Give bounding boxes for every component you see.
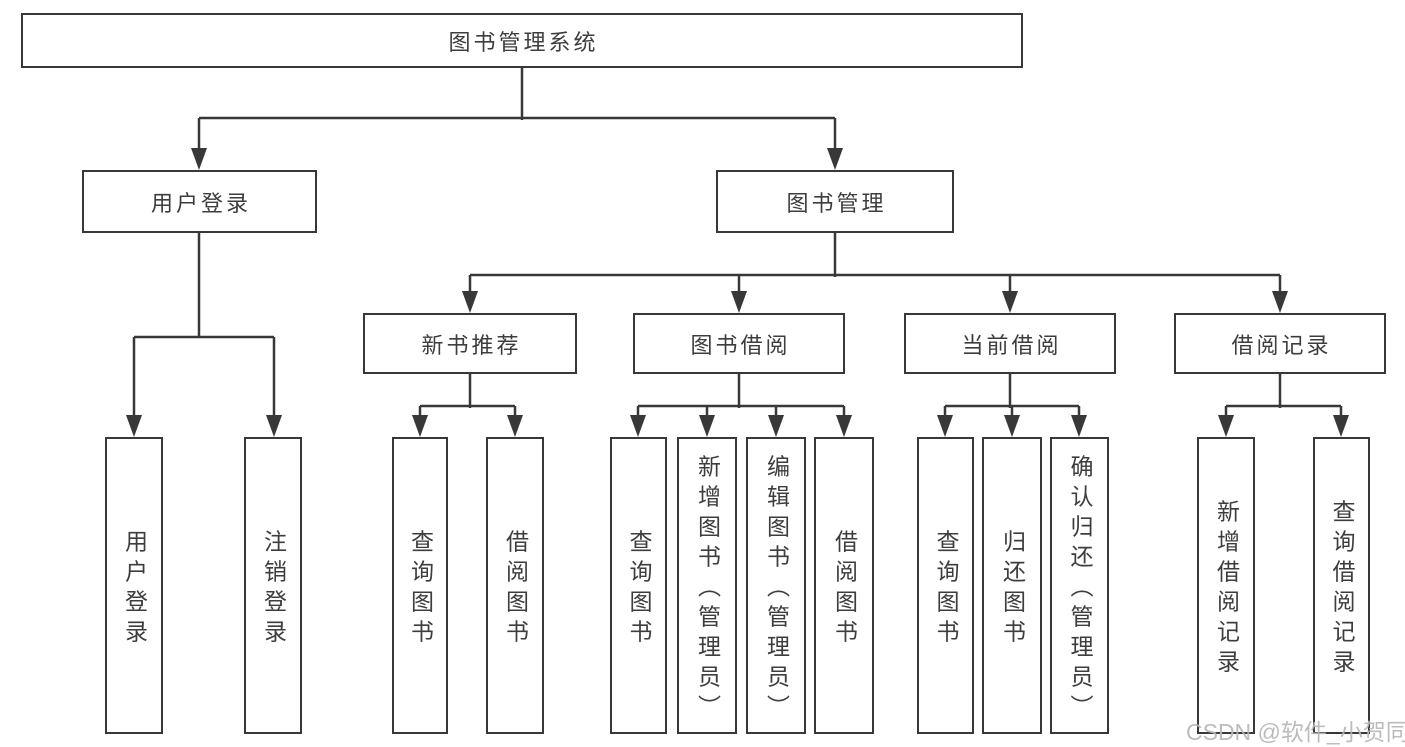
leaf-current-return-books: 归还图书 (982, 437, 1042, 734)
branch-new-book-recommend (412, 374, 523, 437)
watermark: CSDN @软件_小贺同学 (1186, 719, 1405, 745)
node-label: 查询图书 (933, 529, 959, 649)
node-label: 借阅记录 (1231, 332, 1332, 358)
node-label: 图书借阅 (690, 332, 791, 358)
node-borrow-records: 借阅记录 (1174, 313, 1386, 374)
node-label: 借阅图书 (502, 529, 529, 649)
node-book-borrow: 图书借阅 (633, 313, 845, 374)
leaf-records-add-record: 新增借阅记录 (1197, 437, 1255, 734)
leaf-borrow-query-books: 查询图书 (610, 437, 667, 734)
node-label: 注销登录 (260, 529, 287, 649)
arrow-down-icon (1002, 291, 1018, 313)
arrow-down-icon (126, 415, 142, 437)
branch-user-login (126, 233, 282, 437)
branch-book-management (462, 233, 1288, 313)
node-current-borrow: 当前借阅 (904, 313, 1116, 374)
node-label: 新增借阅记录 (1213, 499, 1240, 679)
leaf-recommend-query-books: 查询图书 (392, 437, 448, 734)
node-label: 用户登录 (121, 529, 148, 649)
arrow-down-icon (266, 415, 282, 437)
arrow-down-icon (412, 415, 428, 437)
arrow-down-icon (1218, 415, 1234, 437)
arrow-down-icon (1272, 291, 1288, 313)
arrow-down-icon (630, 415, 646, 437)
branch-book-borrow (630, 374, 852, 437)
leaf-records-query-record: 查询借阅记录 (1313, 437, 1370, 734)
leaf-current-confirm-return-admin: 确认归还（管理员） (1050, 437, 1109, 734)
node-root: 图书管理系统 (21, 13, 1023, 68)
leaf-user-login: 用户登录 (105, 437, 163, 734)
arrow-down-icon (191, 148, 207, 170)
arrow-down-icon (731, 291, 747, 313)
leaf-current-query-books: 查询图书 (917, 437, 974, 734)
arrow-down-icon (937, 415, 953, 437)
arrow-down-icon (699, 415, 715, 437)
branch-root (191, 68, 843, 170)
leaf-borrow-borrow-books: 借阅图书 (814, 437, 874, 734)
node-label: 图书管理系统 (448, 29, 599, 55)
node-book-management: 图书管理 (716, 170, 954, 233)
arrow-down-icon (462, 291, 478, 313)
node-label: 用户登录 (150, 190, 251, 216)
arrow-down-icon (507, 415, 523, 437)
node-label: 确认归还（管理员） (1067, 454, 1093, 724)
node-new-book-recommend: 新书推荐 (363, 313, 577, 374)
node-label: 借阅图书 (831, 529, 858, 649)
arrow-down-icon (836, 415, 852, 437)
node-label: 查询图书 (626, 529, 652, 649)
arrow-down-icon (1004, 415, 1020, 437)
node-label: 当前借阅 (961, 332, 1062, 358)
leaf-recommend-borrow-books: 借阅图书 (486, 437, 544, 734)
arrow-down-icon (827, 148, 843, 170)
arrow-down-icon (768, 415, 784, 437)
branch-current-borrow (937, 374, 1087, 437)
arrow-down-icon (1333, 415, 1349, 437)
leaf-logout: 注销登录 (244, 437, 302, 734)
node-user-login: 用户登录 (82, 170, 317, 233)
node-label: 查询借阅记录 (1329, 499, 1355, 679)
node-label: 新增图书（管理员） (694, 454, 721, 724)
node-label: 查询图书 (407, 529, 434, 649)
node-label: 新书推荐 (421, 332, 522, 358)
node-label: 归还图书 (999, 529, 1026, 649)
branch-borrow-records (1218, 374, 1349, 437)
arrow-down-icon (1071, 415, 1087, 437)
node-label: 编辑图书（管理员） (763, 454, 790, 724)
leaf-borrow-edit-books-admin: 编辑图书（管理员） (746, 437, 806, 734)
node-label: 图书管理 (786, 190, 887, 216)
leaf-borrow-add-books-admin: 新增图书（管理员） (677, 437, 737, 734)
